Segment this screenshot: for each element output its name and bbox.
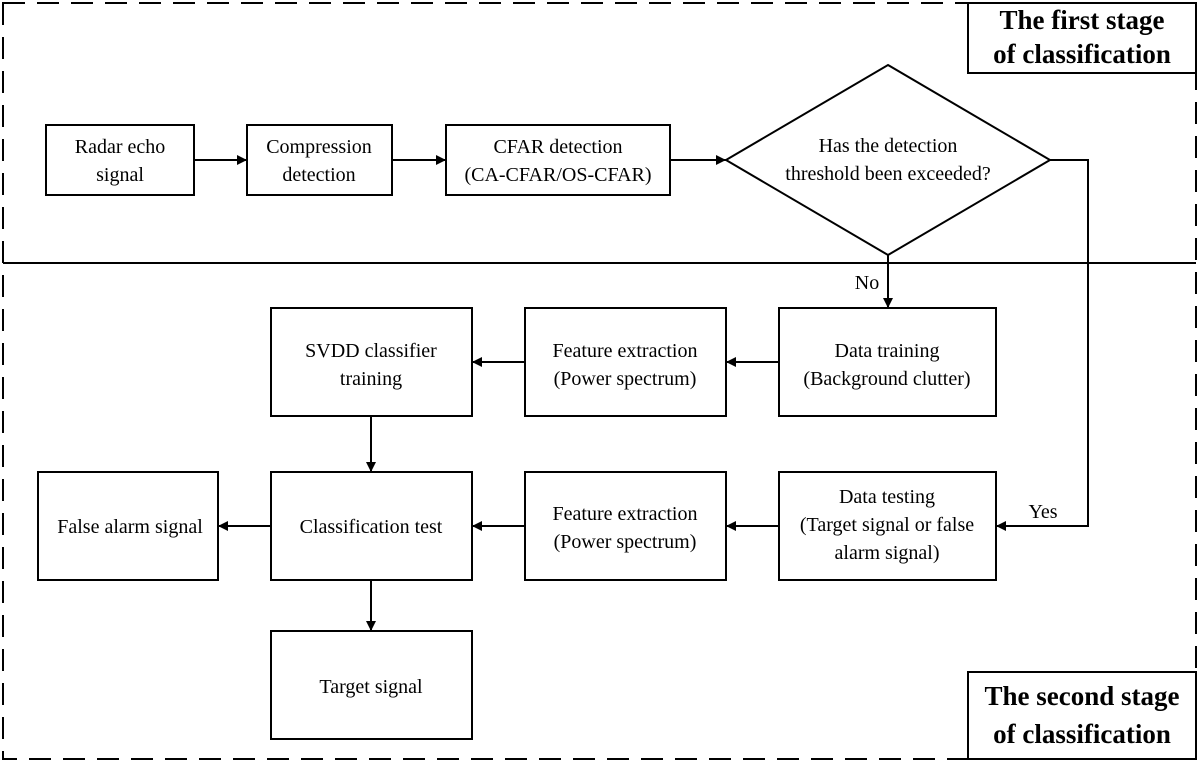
- node-data-testing-line-2: (Target signal or false: [800, 514, 974, 536]
- node-svdd-classifier-training-line-1: SVDD classifier: [305, 340, 437, 362]
- node-compression-detection: Compression detection: [246, 124, 393, 196]
- node-classification-test-line-1: Classification test: [300, 516, 443, 538]
- node-data-training-line-1: Data training: [835, 340, 940, 362]
- node-target-signal: Target signal: [270, 630, 473, 740]
- second-stage-label-line-1: The second stage: [985, 681, 1180, 711]
- node-radar-echo-signal-line-1: Radar echo: [75, 136, 166, 158]
- node-feature-extraction-testing-line-1: Feature extraction: [553, 503, 698, 525]
- node-svdd-classifier-training: SVDD classifier training: [270, 307, 473, 417]
- node-data-training-line-2: (Background clutter): [803, 368, 970, 390]
- node-threshold-decision-line-1: Has the detection: [819, 135, 958, 157]
- node-classification-test: Classification test: [270, 471, 473, 581]
- node-data-testing-line-3: alarm signal): [835, 542, 940, 564]
- second-stage-label: The second stage of classification: [967, 671, 1197, 760]
- node-feature-extraction-testing: Feature extraction (Power spectrum): [524, 471, 727, 581]
- node-data-testing: Data testing (Target signal or false ala…: [778, 471, 997, 581]
- first-stage-label: The first stage of classification: [967, 2, 1197, 74]
- node-compression-detection-line-2: detection: [282, 164, 355, 186]
- edge-decision-yes-to-data-testing: [996, 159, 1089, 531]
- node-feature-extraction-testing-line-2: (Power spectrum): [554, 531, 697, 553]
- node-data-testing-line-1: Data testing: [839, 486, 935, 508]
- edge-label-no: No: [855, 272, 879, 294]
- node-cfar-detection: CFAR detection (CA-CFAR/OS-CFAR): [445, 124, 671, 196]
- node-threshold-decision-line-2: threshold been exceeded?: [785, 163, 991, 185]
- node-radar-echo-signal-line-2: signal: [96, 164, 144, 186]
- node-cfar-detection-line-1: CFAR detection: [493, 136, 622, 158]
- second-stage-label-line-2: of classification: [993, 719, 1171, 749]
- node-false-alarm-signal: False alarm signal: [37, 471, 219, 581]
- node-radar-echo-signal: Radar echo signal: [45, 124, 195, 196]
- node-cfar-detection-line-2: (CA-CFAR/OS-CFAR): [464, 164, 651, 186]
- node-threshold-decision: Has the detection threshold been exceede…: [724, 63, 1052, 257]
- first-stage-label-line-2: of classification: [993, 39, 1171, 69]
- node-compression-detection-line-1: Compression: [266, 136, 372, 158]
- node-feature-extraction-training-line-2: (Power spectrum): [554, 368, 697, 390]
- first-stage-label-line-1: The first stage: [1000, 5, 1165, 35]
- node-svdd-classifier-training-line-2: training: [340, 368, 402, 390]
- node-false-alarm-signal-line-1: False alarm signal: [57, 516, 203, 538]
- node-data-training: Data training (Background clutter): [778, 307, 997, 417]
- node-feature-extraction-training-line-1: Feature extraction: [553, 340, 698, 362]
- node-target-signal-line-1: Target signal: [319, 676, 423, 698]
- edge-label-yes: Yes: [1028, 501, 1057, 523]
- node-feature-extraction-training: Feature extraction (Power spectrum): [524, 307, 727, 417]
